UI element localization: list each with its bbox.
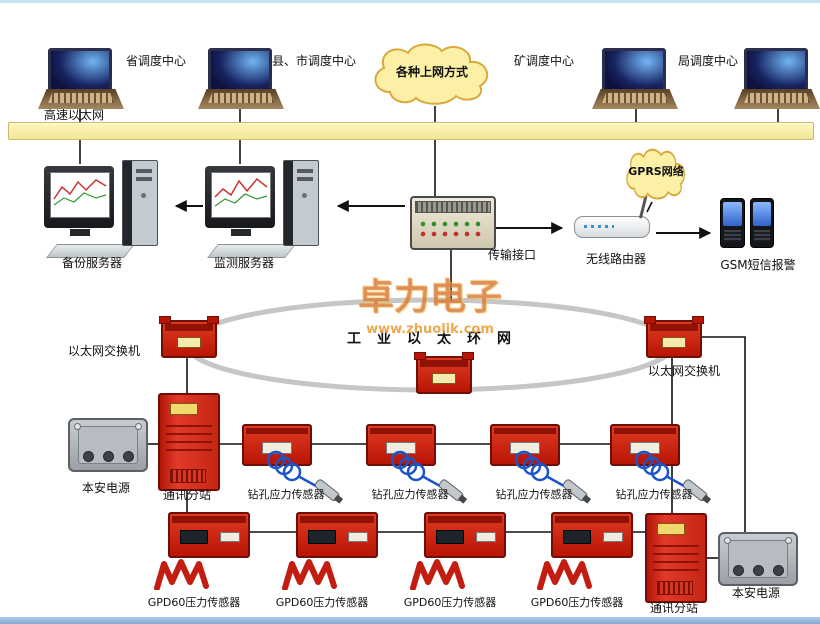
monitor-chart — [211, 172, 271, 218]
stress-sensor-1 — [242, 424, 354, 504]
laptop-screen — [602, 48, 666, 96]
county-city-center-label: 县、市调度中心 — [271, 54, 356, 68]
comm-substation-right — [645, 513, 707, 603]
stress-sensor-3-label: 钻孔应力传感器 — [495, 488, 573, 501]
ethernet-switch-left — [159, 316, 219, 358]
sensor-box — [296, 512, 378, 558]
monitor-server-label: 监测服务器 — [213, 256, 274, 270]
wireless-router-label: 无线路由器 — [585, 252, 646, 266]
sensor-box — [610, 424, 680, 466]
sensor-cable-icon — [634, 450, 712, 504]
laptop-icon-bureau — [734, 48, 820, 110]
stress-sensor-4 — [610, 424, 722, 504]
laptop-icon-mine — [592, 48, 678, 110]
gpd-sensor-4-label: GPD60压力传感器 — [530, 596, 624, 609]
power-right-label: 本安电源 — [731, 586, 780, 600]
monitor-icon — [44, 166, 114, 228]
sensor-cable-icon — [266, 450, 344, 504]
power-supply-left — [68, 418, 148, 472]
sensor-cable-icon — [514, 450, 592, 504]
sensor-cable-icon — [390, 450, 468, 504]
monitor-server — [205, 160, 319, 260]
bottom-border — [0, 617, 820, 624]
gsm-phones — [720, 198, 774, 248]
gpd-sensor-1 — [152, 512, 252, 594]
stress-sensor-1-label: 钻孔应力传感器 — [247, 488, 325, 501]
sensor-box — [551, 512, 633, 558]
internet-cloud: 各种上网方式 — [362, 40, 502, 108]
ethernet-bus-label: 高速以太网 — [44, 108, 105, 122]
sensor-box — [424, 512, 506, 558]
monitor-icon — [205, 166, 275, 228]
phone-icon — [720, 198, 745, 248]
laptop-icon-county — [198, 48, 284, 110]
gsm-alarm-label: GSM短信报警 — [720, 258, 796, 272]
laptop-screen — [744, 48, 808, 96]
top-border — [0, 0, 820, 3]
mine-center-label: 矿调度中心 — [513, 54, 574, 68]
substation-left-label: 通讯分站 — [162, 488, 211, 502]
ethernet-switch-center — [414, 352, 474, 394]
substation-right-label: 通讯分站 — [649, 601, 698, 615]
backup-server — [44, 160, 158, 260]
wireless-router — [574, 195, 650, 238]
gprs-cloud-label: GPRS网络 — [628, 165, 684, 178]
gpd-sensor-2 — [280, 512, 380, 594]
ring-label: 工业以太环网 — [347, 331, 527, 347]
phone-icon — [749, 198, 774, 248]
backup-server-label: 备份服务器 — [61, 256, 122, 270]
bureau-center-label: 局调度中心 — [677, 54, 738, 68]
sensor-box — [168, 512, 250, 558]
gpd-sensor-2-label: GPD60压力传感器 — [275, 596, 369, 609]
power-left-label: 本安电源 — [81, 481, 130, 495]
laptop-icon-provincial — [38, 48, 124, 110]
mount-claw-icon — [410, 559, 465, 590]
mount-claw-icon — [537, 559, 592, 590]
transmission-interface-label: 传输接口 — [487, 248, 536, 262]
switch-left-label: 以太网交换机 — [67, 344, 140, 358]
mount-claw-icon — [154, 559, 209, 590]
gpd-sensor-3 — [408, 512, 508, 594]
gpd-sensor-4 — [535, 512, 635, 594]
stress-sensor-4-label: 钻孔应力传感器 — [615, 488, 693, 501]
internet-cloud-label: 各种上网方式 — [395, 64, 468, 79]
provincial-center-label: 省调度中心 — [125, 54, 186, 68]
sensor-box — [242, 424, 312, 466]
server-tower-icon — [283, 160, 319, 246]
gpd-sensor-1-label: GPD60压力传感器 — [147, 596, 241, 609]
comm-substation-left — [158, 393, 220, 491]
switch-right-label: 以太网交换机 — [647, 364, 720, 378]
stress-sensor-3 — [490, 424, 602, 504]
ethernet-bus-bar — [8, 122, 814, 140]
laptop-screen — [48, 48, 112, 96]
gpd-sensor-3-label: GPD60压力传感器 — [403, 596, 497, 609]
gprs-cloud: GPRS网络 — [620, 146, 692, 202]
monitor-chart — [50, 172, 110, 218]
mount-claw-icon — [282, 559, 337, 590]
ethernet-switch-right — [644, 316, 704, 358]
sensor-box — [490, 424, 560, 466]
stress-sensor-2-label: 钻孔应力传感器 — [371, 488, 449, 501]
transmission-interface — [410, 196, 496, 250]
server-tower-icon — [122, 160, 158, 246]
power-supply-right — [718, 532, 798, 586]
stress-sensor-2 — [366, 424, 478, 504]
